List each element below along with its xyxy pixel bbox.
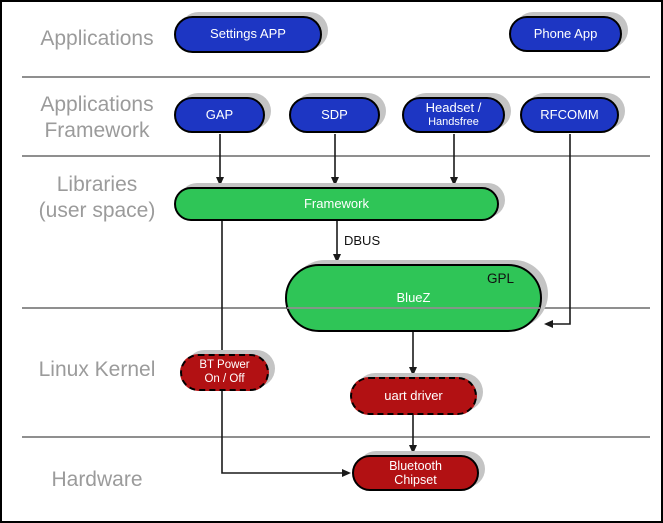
node-headset-handsfree: Headset / Handsfree [402,97,505,133]
arrow-framework-to-chipset [221,221,342,474]
node-gap-label: GAP [205,106,234,122]
node-headset-label-line2: Handsfree [428,116,479,129]
arrowhead-dbus [333,254,341,263]
node-gap: GAP [174,97,265,133]
layer-label-hardware-text: Hardware [51,468,143,491]
layer-label-hardware: Hardware [12,467,182,493]
node-framework: Framework [174,187,499,221]
gpl-license-tag: GPL [486,271,514,286]
arrowhead-sdp [331,177,339,186]
node-headset-label-line1: Headset / [425,100,482,116]
arrowhead-chipset-top [409,445,417,454]
arrow-rfcomm-to-bluez [553,134,571,325]
layer-label-libraries-line2: (user space) [38,199,156,222]
node-bluez-label: BlueZ [396,289,431,305]
node-settings-app-label: Settings APP [210,26,286,42]
layer-label-applications-text: Applications [40,27,154,50]
layer-label-app-framework-line1: Applications [40,93,154,116]
dbus-label: DBUS [344,233,381,248]
arrowhead-chipset-left [342,469,351,477]
arrowhead-rfcomm [544,320,553,328]
layer-label-linux-kernel: Linux Kernel [12,357,182,383]
divider-linux-kernel [22,436,650,438]
layer-label-app-framework-line2: Framework [44,119,150,142]
arrowhead-uart [409,367,417,376]
node-bt-power-label-line1: BT Power [199,359,250,372]
node-uart-driver-label: uart driver [384,387,443,403]
node-phone-app: Phone App [509,16,622,52]
node-framework-label: Framework [303,195,369,211]
node-bluetooth-chipset-label-line1: Bluetooth [389,458,442,473]
node-bluez: GPL BlueZ [285,264,542,332]
layer-label-applications-framework: Applications Framework [12,92,182,144]
divider-libraries-over-bluez [287,307,540,309]
node-bluetooth-chipset-label-line2: Chipset [394,473,437,487]
arrowhead-headset [450,177,458,186]
layer-label-applications: Applications [12,26,182,52]
layer-label-libraries: Libraries (user space) [12,172,182,224]
layer-label-libraries-line1: Libraries [56,173,138,196]
layer-label-linux-kernel-text: Linux Kernel [38,358,156,381]
node-bluetooth-chipset: Bluetooth Chipset [352,455,479,491]
node-bt-power: BT Power On / Off [180,354,269,391]
divider-app-framework [22,155,650,157]
node-rfcomm-label: RFCOMM [540,106,599,122]
node-uart-driver: uart driver [350,377,477,415]
node-sdp-label: SDP [321,106,348,122]
node-sdp: SDP [289,97,380,133]
node-phone-app-label: Phone App [533,25,598,41]
divider-applications [22,76,650,78]
node-rfcomm: RFCOMM [520,97,619,133]
node-settings-app: Settings APP [174,16,322,53]
arrowhead-gap [216,177,224,186]
node-bt-power-label-line2: On / Off [204,372,245,385]
